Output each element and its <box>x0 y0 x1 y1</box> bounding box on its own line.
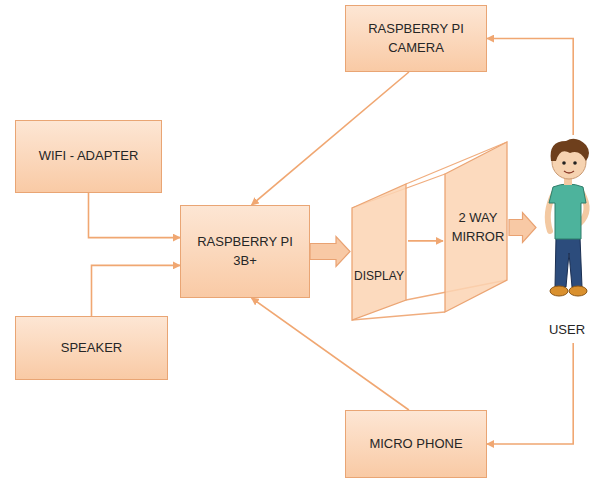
camera-box: RASPBERRY PI CAMERA <box>345 5 487 72</box>
wifi-adapter-box: WIFI - ADAPTER <box>15 120 162 193</box>
user-outline <box>536 135 598 343</box>
node-label: SPEAKER <box>61 339 122 358</box>
display-outline <box>350 180 408 325</box>
block-arrow <box>310 237 350 267</box>
signal-arrow <box>408 240 443 242</box>
user-figure: USER <box>536 135 598 343</box>
block-arrow <box>509 213 536 243</box>
signal-arrow <box>89 193 181 238</box>
node-label: MICRO PHONE <box>369 435 462 454</box>
mirror-outline <box>443 140 509 315</box>
node-label: DISPLAY <box>350 268 408 285</box>
signal-arrow <box>92 265 181 316</box>
node-label: USER <box>536 321 598 340</box>
signal-arrow <box>252 72 409 205</box>
display-panel: DISPLAY <box>350 180 408 325</box>
signal-arrow <box>487 343 573 444</box>
node-label: RASPBERRY PI 3B+ <box>196 233 294 271</box>
node-label: RASPBERRY PI CAMERA <box>361 20 471 58</box>
node-label: WIFI - ADAPTER <box>39 147 139 166</box>
speaker-box: SPEAKER <box>15 316 168 380</box>
signal-arrow <box>252 298 409 410</box>
node-label: 2 WAY MIRROR <box>449 209 507 247</box>
signal-arrow <box>487 39 573 136</box>
raspberry-pi-box: RASPBERRY PI 3B+ <box>180 205 310 298</box>
two-way-mirror: 2 WAY MIRROR <box>443 140 509 315</box>
microphone-box: MICRO PHONE <box>345 410 487 478</box>
